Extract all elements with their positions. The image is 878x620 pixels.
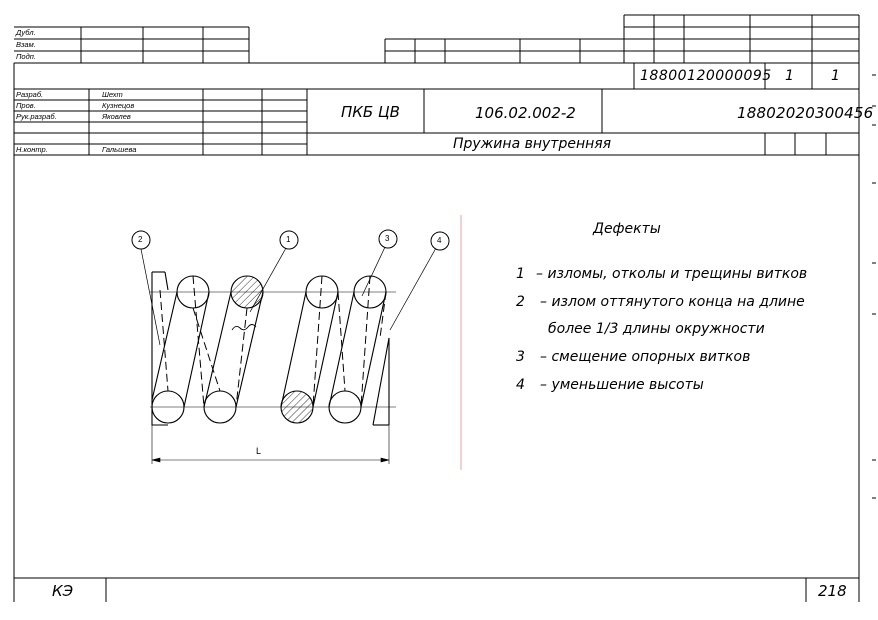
role-name-razrab: Шехт [102,90,123,99]
crack-mark [231,324,257,331]
code-top: 18800120000095 [640,68,772,84]
defect-3-num: 3 [516,349,525,365]
callout-number-4: 4 [437,236,442,245]
role-label-rukrazrab: Рук.разраб. [16,112,57,121]
callout-circle-3 [378,229,398,249]
doc-number: 106.02.002-2 [475,104,576,122]
doc-type: КЭ [52,582,74,600]
defect-2-num: 2 [516,294,525,310]
sheets-total: 1 [831,68,840,84]
sheet-number: 1 [785,68,794,84]
stamp-label-vzam: Взам. [16,40,36,49]
stamp-label-podp: Подп. [16,52,36,61]
left-end-coil [151,272,168,426]
defect-4-text: – уменьшение высоты [540,377,704,393]
role-name-nkontr: Гальшева [102,145,137,154]
code-right: 18802020300456 [737,104,874,122]
part-name: Пружина внутренняя [453,136,612,152]
callout-circle-2 [131,230,151,250]
defect-1-text: – изломы, отколы и трещины витков [536,266,808,282]
organization: ПКБ ЦВ [341,103,400,121]
defect-3-text: – смещение опорных витков [540,349,751,365]
defect-2-text-cont: более 1/3 длины окружности [548,321,765,337]
dimension-label: L [256,446,262,456]
defect-2-text: – излом оттянутого конца на длине [540,294,805,310]
callout-number-3: 3 [385,234,390,243]
page-number: 218 [818,582,847,600]
callout-number-1: 1 [286,235,291,244]
role-name-rukrazrab: Яковлев [102,112,131,121]
role-label-nkontr: Н.контр. [16,145,48,154]
broken-coil-section [230,275,264,309]
defect-4-num: 4 [516,377,525,393]
role-name-prov: Кузнецов [102,101,135,110]
callout-circle-4 [430,231,450,251]
role-label-prov: Пров. [16,101,36,110]
callout-circle-1 [279,230,299,250]
defect-1-num: 1 [516,266,525,282]
right-end-coil [372,337,390,426]
defects-title: Дефекты [593,221,661,237]
broken-coil-section-2 [280,390,314,424]
role-label-razrab: Разраб. [16,90,44,99]
stamp-label-dubl: Дубл. [16,28,36,37]
callout-number-2: 2 [138,235,143,244]
